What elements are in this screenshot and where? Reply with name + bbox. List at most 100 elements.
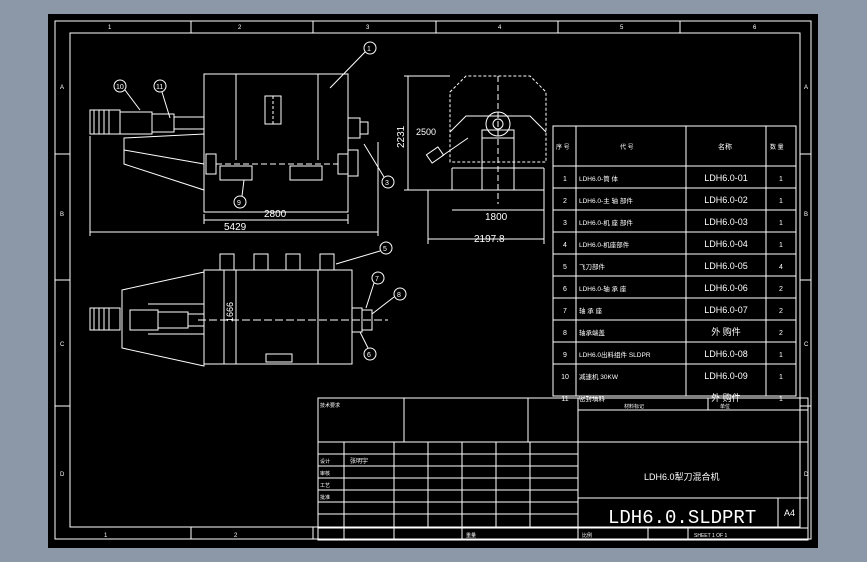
gearbox: [119, 111, 153, 135]
table-cell-qty: 4: [779, 264, 783, 271]
unit-label: 单位: [720, 403, 730, 410]
cad-drawing: 1 2 3 4 5 6 A B C D A B C D 1 2: [54, 20, 812, 541]
table-cell-name: LDH6.0-轴 承 座: [579, 284, 627, 293]
zone-label: 2: [238, 25, 242, 31]
fly-cutter: [219, 253, 235, 271]
table-cell-no: 1: [563, 176, 567, 183]
dim-5429: 5429: [224, 222, 247, 233]
balloon-label: 8: [397, 292, 401, 299]
table-cell-no: 8: [563, 330, 567, 337]
row-label: 工艺: [320, 483, 330, 489]
table-cell-no: 7: [563, 308, 567, 315]
zone-label: 4: [498, 25, 502, 31]
discharge-valve: [425, 146, 445, 164]
table-cell-no: 4: [563, 242, 567, 249]
zone-label: A: [804, 85, 808, 91]
table-cell-name: LDH6.0出料组件 SLDPR: [579, 350, 651, 359]
drive-base: [121, 271, 205, 367]
dim-2231: 2231: [396, 125, 407, 148]
balloon: [363, 347, 377, 361]
table-cell-qty: 1: [779, 242, 783, 249]
bearing-housing: [347, 117, 361, 139]
zone-label: 3: [366, 25, 370, 31]
dim-2500: 2500: [416, 127, 436, 137]
front-view: 10 11 1 3 9 2800 5429: [89, 41, 395, 236]
zone-label: 2: [234, 533, 238, 539]
top-view: 5 7 8 6 1666: [89, 241, 407, 367]
table-cell-code: LDH6.0-08: [704, 349, 748, 359]
balloon-label: 7: [375, 276, 379, 283]
table-cell-code: 外 购件: [711, 326, 741, 337]
mixing-drum: [203, 73, 349, 213]
side-zone-ticks: A B C D A B C D: [55, 85, 811, 478]
balloon: [113, 79, 127, 93]
table-cell-code: LDH6.0-02: [704, 195, 748, 205]
table-cell-code: LDH6.0-07: [704, 305, 748, 315]
zone-label: B: [60, 212, 64, 218]
zone-label: 1: [104, 533, 108, 539]
inner-border: [69, 32, 801, 528]
table-cell-no: 2: [563, 198, 567, 205]
designer-name: 张明宇: [350, 457, 368, 465]
row-label: 设计: [320, 458, 330, 465]
table-cell-name: 飞刀部件: [579, 262, 606, 271]
balloon-label: 1: [367, 46, 371, 53]
table-cell-code: LDH6.0-05: [704, 261, 748, 271]
zone-label: 6: [753, 25, 757, 31]
zone-label: C: [60, 342, 65, 348]
title-block: 技术要求 材料标记 单位 设计 审核 工艺 批准 张明宇 LDH6.0犁刀混合机…: [317, 397, 809, 541]
sheet-label: SHEET 1 OF 1: [694, 533, 727, 539]
balloon-label: 5: [383, 246, 387, 253]
table-cell-no: 11: [561, 396, 568, 403]
table-header: 名称: [718, 142, 732, 151]
table-header: 代 号: [620, 143, 634, 151]
balloon-label: 9: [237, 200, 241, 207]
notes-label: 技术要求: [320, 402, 340, 409]
balloon: [363, 41, 377, 55]
balloon: [381, 175, 395, 189]
dim-1800: 1800: [485, 212, 508, 223]
row-label: 批准: [320, 494, 330, 501]
table-cell-name: LDH6.0-机 座 部件: [579, 218, 633, 227]
table-cell-qty: 1: [779, 220, 783, 227]
table-cell-qty: 1: [779, 396, 783, 403]
material-label: 材料标记: [624, 403, 644, 410]
table-cell-no: 10: [561, 374, 569, 381]
table-cell-no: 5: [563, 264, 567, 271]
table-cell-qty: 1: [779, 198, 783, 205]
table-cell-code: LDH6.0-09: [704, 371, 748, 381]
balloon-label: 3: [385, 180, 389, 187]
top-zone-ticks: 1 2 3 4 5 6: [108, 21, 757, 33]
table-cell-qty: 1: [779, 176, 783, 183]
fly-cutter: [253, 253, 269, 271]
row-label: 审核: [320, 470, 330, 477]
file-name: LDH6.0.SLDPRT: [608, 507, 756, 529]
zone-label: C: [804, 342, 809, 348]
drawing-sheet: 1 2 3 4 5 6 A B C D A B C D 1 2: [48, 14, 818, 548]
zone-label: B: [804, 212, 808, 218]
dim-21978: 2197.8: [474, 234, 505, 245]
bottom-zone-ticks: 1 2: [104, 527, 314, 539]
balloon: [153, 79, 167, 93]
support-stand: [481, 137, 515, 191]
shaft: [485, 111, 511, 137]
paper-size: A4: [784, 508, 795, 518]
table-cell-code: LDH6.0-06: [704, 283, 748, 293]
motor: [89, 307, 121, 331]
table-cell-no: 3: [563, 220, 567, 227]
discharge-valve: [219, 165, 253, 181]
table-cell-no: 9: [563, 352, 567, 359]
balloon: [379, 241, 393, 255]
zone-label: 5: [620, 25, 624, 31]
table-cell-qty: 2: [779, 330, 783, 337]
drawing-name: LDH6.0犁刀混合机: [644, 471, 720, 482]
zone-label: 1: [108, 25, 112, 31]
dim-2800: 2800: [264, 209, 287, 220]
balloon-label: 6: [367, 352, 371, 359]
inspection-door: [264, 95, 282, 125]
table-cell-no: 6: [563, 286, 567, 293]
scale-label: 比例: [582, 532, 592, 539]
discharge-valve: [289, 165, 323, 181]
